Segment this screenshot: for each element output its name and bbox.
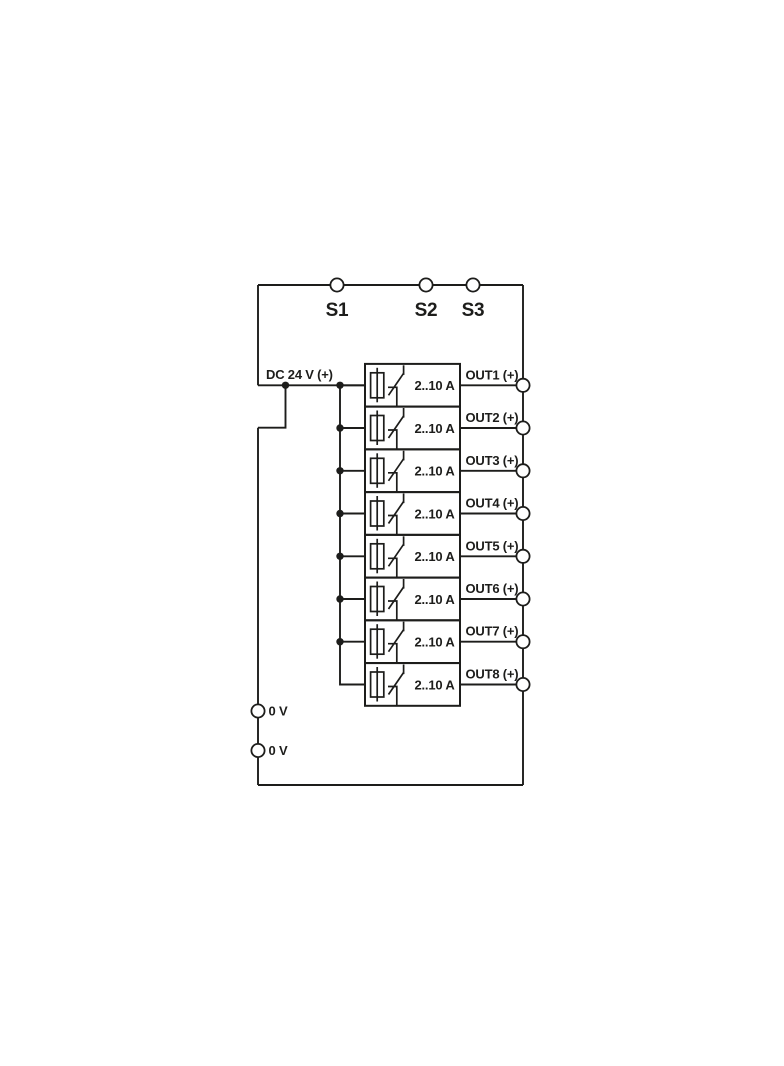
terminal-s3 (465, 277, 481, 293)
fuse-icon (369, 667, 385, 702)
fuse-icon (369, 624, 385, 659)
output-terminal (515, 677, 531, 692)
output-channel-5: 2..10 A OUT5 (+) (340, 533, 531, 579)
circuit-breaker-icon (387, 664, 405, 706)
supply-label: DC 24 V (+) (266, 367, 333, 382)
junction-dot (336, 467, 344, 475)
current-rating: 2..10 A (414, 506, 455, 521)
fuse-icon (369, 496, 385, 531)
fuse-icon (369, 581, 385, 616)
output-label: OUT4 (+) (466, 496, 519, 511)
output-label: OUT7 (+) (466, 624, 519, 639)
output-label: OUT3 (+) (466, 453, 519, 468)
junction-dot (336, 595, 344, 603)
output-channel-2: 2..10 A OUT2 (+) (340, 405, 531, 451)
junction-dot (336, 381, 344, 389)
circuit-breaker-icon (387, 493, 405, 535)
supply-wiring: DC 24 V (+) (258, 367, 365, 686)
current-rating: 2..10 A (414, 378, 455, 393)
output-channel-3: 2..10 A OUT3 (+) (340, 448, 531, 494)
output-channel-6: 2..10 A OUT6 (+) (340, 576, 531, 622)
circuit-breaker-icon (387, 621, 405, 664)
current-rating: 2..10 A (414, 592, 455, 607)
circuit-breaker-icon (387, 408, 405, 450)
junction-dot (336, 424, 344, 432)
current-rating: 2..10 A (414, 677, 455, 692)
supply-step-line (258, 385, 287, 429)
supply-bus-line (339, 385, 365, 686)
zero-volt-terminal-1 (250, 703, 266, 719)
output-terminal (515, 506, 531, 521)
circuit-breaker-icon (387, 450, 405, 493)
output-terminal (515, 463, 531, 479)
circuit-breaker-icon (387, 536, 405, 578)
control-terminals: S1 S2 S3 (326, 277, 485, 321)
output-terminal (515, 377, 531, 393)
output-terminal (515, 420, 531, 436)
fuse-icon (369, 538, 385, 574)
circuit-breaker-icon (387, 365, 405, 407)
output-channel-1: 2..10 A OUT1 (+) (340, 362, 531, 408)
terminal-s1 (329, 277, 345, 293)
fuse-icon (369, 410, 385, 445)
terminal-s2 (418, 277, 434, 293)
output-label: OUT1 (+) (466, 367, 519, 382)
terminal-s2-label: S2 (415, 300, 438, 321)
output-label: OUT6 (+) (466, 581, 519, 596)
output-terminal (515, 591, 531, 607)
current-rating: 2..10 A (414, 421, 455, 436)
junction-dot (336, 552, 344, 560)
zero-volt-label-1: 0 V (269, 704, 288, 719)
output-label: OUT2 (+) (466, 410, 519, 425)
terminal-s3-label: S3 (462, 300, 485, 321)
current-rating: 2..10 A (414, 464, 455, 479)
output-label: OUT5 (+) (466, 538, 519, 553)
junction-dot (336, 509, 344, 518)
circuit-breaker-icon (387, 579, 405, 621)
zero-volt-label-2: 0 V (269, 743, 288, 758)
terminal-s1-label: S1 (326, 300, 349, 321)
output-label: OUT8 (+) (466, 667, 519, 682)
current-rating: 2..10 A (414, 635, 455, 650)
output-terminal (515, 634, 531, 650)
fuse-icon (369, 367, 385, 403)
output-channel-7: 2..10 A OUT7 (+) (340, 619, 531, 665)
zero-volt-terminals: 0 V 0 V (250, 703, 288, 759)
output-terminal (515, 548, 531, 564)
junction-dot (336, 638, 344, 646)
zero-volt-terminal-2 (250, 743, 266, 759)
junction-dot (281, 381, 290, 389)
current-rating: 2..10 A (414, 549, 455, 564)
fuse-icon (369, 453, 385, 488)
output-channel-8: 2..10 A OUT8 (+) (340, 662, 531, 707)
output-channel-4: 2..10 A OUT4 (+) (340, 491, 531, 536)
